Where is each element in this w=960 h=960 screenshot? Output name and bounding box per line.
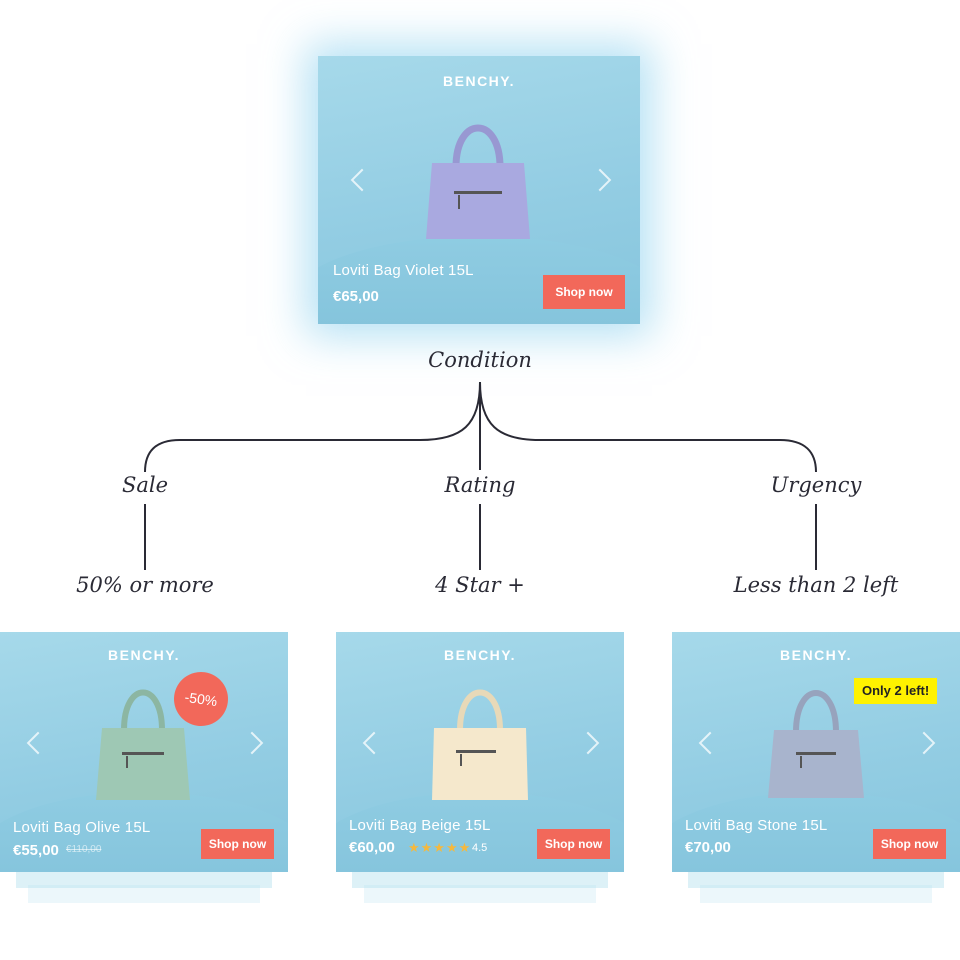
stack-shadow (28, 885, 260, 903)
product-name: Loviti Bag Stone 15L (685, 817, 828, 834)
product-card-urgency[interactable]: BENCHY. Only 2 left! Loviti Bag Stone 15… (672, 632, 960, 872)
top-product-card[interactable]: BENCHY. Loviti Bag Violet 15L €65,00 Sho… (318, 56, 640, 324)
stack-shadow (700, 885, 932, 903)
prev-arrow-icon[interactable] (698, 731, 722, 755)
stack-shadow (364, 885, 596, 903)
branch-label-sale: Sale (121, 473, 169, 497)
stack-shadow (688, 870, 944, 888)
stack-shadow (16, 870, 272, 888)
shop-now-button[interactable]: Shop now (201, 829, 274, 859)
product-card-sale[interactable]: BENCHY. -50% Loviti Bag Olive 15L €55,00… (0, 632, 288, 872)
product-price: €55,00 (13, 842, 59, 859)
bag-stone-image (768, 690, 864, 798)
brand-logo: BENCHY. (443, 73, 515, 89)
product-price: €70,00 (685, 839, 731, 856)
prev-arrow-icon[interactable] (350, 168, 374, 192)
criterion-sale: 50% or more (76, 573, 214, 597)
next-arrow-icon[interactable] (588, 168, 612, 192)
brand-logo: BENCHY. (780, 647, 852, 663)
shop-now-button[interactable]: Shop now (537, 829, 610, 859)
product-name: Loviti Bag Violet 15L (333, 262, 474, 279)
next-arrow-icon[interactable] (912, 731, 936, 755)
star-rating: ★★★★★ (408, 840, 472, 855)
stack-shadow (352, 870, 608, 888)
rating-value: 4.5 (472, 842, 488, 854)
prev-arrow-icon[interactable] (26, 731, 50, 755)
original-price: €110,00 (66, 844, 102, 855)
product-price: €60,00 (349, 839, 395, 856)
product-name: Loviti Bag Beige 15L (349, 817, 491, 834)
product-price: €65,00 (333, 288, 379, 305)
condition-label: Condition (428, 348, 532, 372)
brand-logo: BENCHY. (108, 647, 180, 663)
brand-logo: BENCHY. (444, 647, 516, 663)
product-card-rating[interactable]: BENCHY. Loviti Bag Beige 15L €60,00 ★★★★… (336, 632, 624, 872)
next-arrow-icon[interactable] (576, 731, 600, 755)
bag-beige-image (432, 689, 528, 800)
urgency-badge: Only 2 left! (854, 678, 938, 704)
criterion-rating: 4 Star + (435, 573, 525, 597)
bag-olive-image (96, 689, 190, 800)
prev-arrow-icon[interactable] (362, 731, 386, 755)
criterion-urgency: Less than 2 left (733, 573, 899, 597)
bag-violet-image (426, 124, 530, 239)
branch-label-urgency: Urgency (770, 473, 862, 497)
shop-now-button[interactable]: Shop now (873, 829, 946, 859)
next-arrow-icon[interactable] (240, 731, 264, 755)
shop-now-button[interactable]: Shop now (543, 275, 625, 309)
branch-label-rating: Rating (444, 473, 516, 497)
product-name: Loviti Bag Olive 15L (13, 819, 151, 836)
